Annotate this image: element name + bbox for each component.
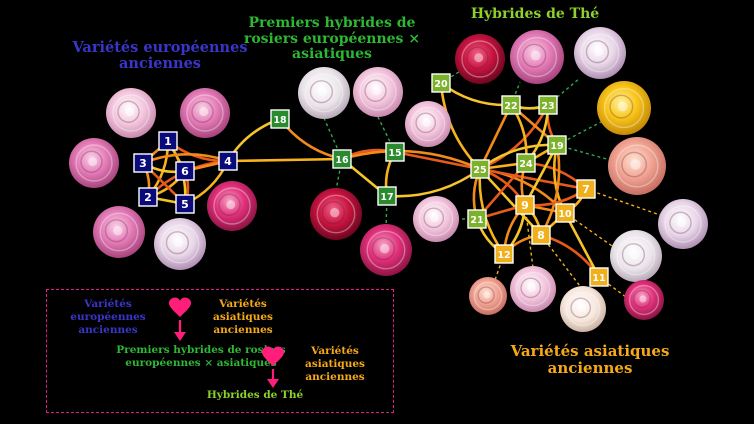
rose-hybrid-4 — [360, 224, 412, 276]
dashed-link — [524, 204, 534, 269]
node-1: 1 — [158, 131, 178, 151]
node-8: 8 — [531, 225, 551, 245]
node-label: 4 — [224, 155, 232, 168]
node-3: 3 — [133, 153, 153, 173]
group-label-tea: Hybrides de Thé — [470, 6, 600, 22]
node-17: 17 — [377, 186, 397, 206]
node-21: 21 — [467, 209, 487, 229]
node-7: 7 — [576, 179, 596, 199]
node-16: 16 — [332, 149, 352, 169]
node-label: 24 — [519, 159, 533, 170]
node-18: 18 — [270, 109, 290, 129]
rose-asian-2 — [610, 230, 662, 282]
node-6: 6 — [175, 161, 195, 181]
node-label: 5 — [181, 198, 189, 211]
node-label: 10 — [558, 209, 572, 220]
node-19: 19 — [547, 135, 567, 155]
dashed-link — [494, 253, 505, 281]
rose-tea-4 — [597, 81, 651, 135]
node-label: 6 — [181, 165, 189, 178]
node-label: 2 — [144, 191, 152, 204]
node-label: 23 — [541, 101, 554, 112]
rose-hybrid-2 — [353, 67, 403, 117]
dashed-link — [510, 81, 521, 106]
group-label-hybrids: Premiers hybrides de rosiers européennes… — [243, 15, 421, 63]
node-20: 20 — [431, 73, 451, 93]
node-label: 7 — [582, 183, 590, 196]
rose-european-6 — [207, 181, 257, 231]
rose-tea-2 — [510, 30, 564, 84]
node-label: 19 — [550, 141, 563, 152]
dashed-link — [335, 158, 343, 191]
node-5: 5 — [175, 194, 195, 214]
legend-asian-2: Variétés asiatiques anciennes — [305, 345, 365, 384]
edge-17-25 — [385, 167, 482, 198]
heart-icon — [168, 297, 192, 317]
node-label: 16 — [335, 155, 349, 166]
rose-asian-3 — [624, 280, 664, 320]
rose-tea-3 — [574, 27, 626, 79]
node-22: 22 — [501, 95, 521, 115]
edge-20-22 — [439, 81, 513, 107]
node-label: 22 — [504, 101, 517, 112]
legend-hybrids: Premiers hybrides de rosiers européennes… — [116, 344, 286, 370]
dashed-link — [385, 195, 388, 229]
node-9: 9 — [515, 195, 535, 215]
node-label: 20 — [434, 79, 448, 90]
node-25: 25 — [470, 159, 490, 179]
node-label: 21 — [470, 215, 483, 226]
rose-tea-5 — [608, 137, 666, 195]
node-label: 9 — [521, 199, 529, 212]
legend-box: Variétés européennes anciennes Variétés … — [46, 289, 394, 413]
node-24: 24 — [516, 153, 536, 173]
node-label: 12 — [497, 250, 510, 261]
node-4: 4 — [218, 151, 238, 171]
rose-european-5 — [154, 218, 206, 270]
node-label: 8 — [537, 229, 545, 242]
rose-asian-4 — [510, 266, 556, 312]
rose-images-layer — [69, 27, 708, 332]
node-11: 11 — [589, 267, 609, 287]
legend-asian-1: Variétés asiatiques anciennes — [213, 298, 273, 337]
rose-european-1 — [106, 88, 156, 138]
rose-hybrid-5 — [405, 101, 451, 147]
heart-icon — [261, 346, 285, 366]
rose-hybrid-1 — [298, 67, 350, 119]
node-23: 23 — [538, 95, 558, 115]
node-15: 15 — [385, 142, 405, 162]
arrow-head-icon — [267, 379, 279, 388]
legend-graphics — [168, 297, 285, 388]
group-label-asian: Variétés asiatiques anciennes — [510, 342, 670, 377]
rose-european-3 — [69, 138, 119, 188]
legend-european: Variétés européennes anciennes — [70, 298, 146, 337]
dashed-link — [585, 188, 661, 216]
rose-hybrid-3 — [310, 188, 362, 240]
node-label: 3 — [139, 157, 147, 170]
rose-tea-6 — [413, 196, 459, 242]
node-2: 2 — [138, 187, 158, 207]
rose-asian-1 — [658, 199, 708, 249]
edge-4-16 — [226, 157, 344, 163]
legend-tea: Hybrides de Thé — [206, 389, 304, 401]
rose-european-2 — [180, 88, 230, 138]
node-10: 10 — [555, 203, 575, 223]
group-label-european: Variétés européennes anciennes — [72, 39, 248, 73]
node-label: 1 — [164, 135, 172, 148]
rose-tea-1 — [455, 34, 505, 84]
rose-european-4 — [93, 206, 145, 258]
rose-asian-5 — [469, 277, 507, 315]
node-label: 25 — [473, 165, 486, 176]
edge-25-7 — [478, 167, 588, 191]
edge-16-25 — [340, 149, 482, 171]
node-label: 11 — [592, 273, 605, 284]
rose-asian-6 — [560, 286, 606, 332]
node-label: 18 — [273, 115, 287, 126]
node-label: 15 — [388, 148, 401, 159]
node-12: 12 — [494, 244, 514, 264]
arrow-head-icon — [174, 332, 186, 341]
node-label: 17 — [380, 192, 393, 203]
